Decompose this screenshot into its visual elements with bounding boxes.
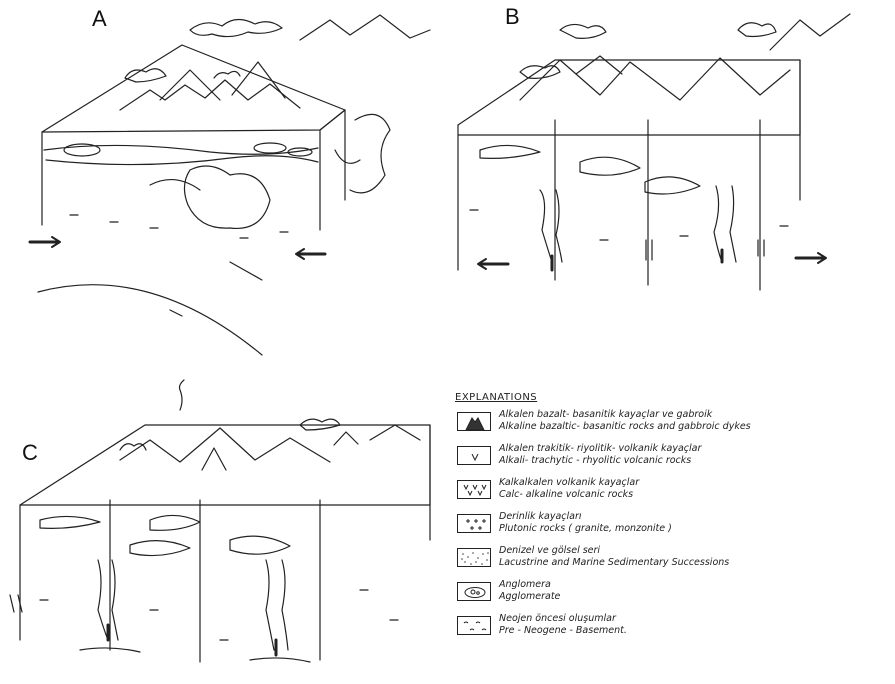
block-diagram-c [10, 380, 430, 662]
sedimentary-icon [457, 548, 491, 567]
legend-item-sedimentary: Denizel ve gölsel seri Lacustrine and Ma… [455, 545, 895, 579]
legend-item-label-en: Agglomerate [499, 591, 560, 603]
legend-item-alkaline-basalt: Alkalen bazalt- basanitik kayaçlar ve ga… [455, 409, 895, 443]
legend-item-agglomerate: Anglomera Agglomerate [455, 579, 895, 613]
alkali-trachytic-icon [457, 446, 491, 465]
basement-icon [457, 616, 491, 635]
legend: EXPLANATIONS Alkalen bazalt- basanitik k… [455, 392, 895, 647]
legend-item-plutonic: Derinlik kayaçları Plutonic rocks ( gran… [455, 511, 895, 545]
legend-item-label-tr: Denizel ve gölsel seri [499, 545, 729, 557]
legend-item-label-tr: Alkalen bazalt- basanitik kayaçlar ve ga… [499, 409, 751, 421]
legend-item-label-tr: Derinlik kayaçları [499, 511, 672, 523]
agglomerate-icon [457, 582, 491, 601]
legend-item-label-tr: Neojen öncesi oluşumlar [499, 613, 627, 625]
legend-item-label-en: Calc- alkaline volcanic rocks [499, 489, 639, 501]
block-diagram-a [30, 15, 430, 355]
legend-item-alkali-trachytic: Alkalen trakitik- riyolitik- volkanik ka… [455, 443, 895, 477]
legend-item-label-tr: Alkalen trakitik- riyolitik- volkanik ka… [499, 443, 701, 455]
alkaline-basalt-dyke-icon [457, 412, 491, 431]
legend-title: EXPLANATIONS [455, 392, 895, 403]
legend-item-label-en: Alkaline bazaltic- basanitic rocks and g… [499, 421, 751, 433]
calc-alkaline-icon [457, 480, 491, 499]
plutonic-icon [457, 514, 491, 533]
legend-item-basement: Neojen öncesi oluşumlar Pre - Neogene - … [455, 613, 895, 647]
legend-item-label-en: Pre - Neogene - Basement. [499, 625, 627, 637]
legend-item-label-tr: Kalkalkalen volkanik kayaçlar [499, 477, 639, 489]
block-diagram-b [458, 14, 850, 290]
legend-item-label-en: Alkali- trachytic - rhyolitic volcanic r… [499, 455, 701, 467]
legend-item-calc-alkaline: Kalkalkalen volkanik kayaçlar Calc- alka… [455, 477, 895, 511]
legend-item-label-tr: Anglomera [499, 579, 560, 591]
legend-item-label-en: Lacustrine and Marine Sedimentary Succes… [499, 557, 729, 569]
legend-item-label-en: Plutonic rocks ( granite, monzonite ) [499, 523, 672, 535]
